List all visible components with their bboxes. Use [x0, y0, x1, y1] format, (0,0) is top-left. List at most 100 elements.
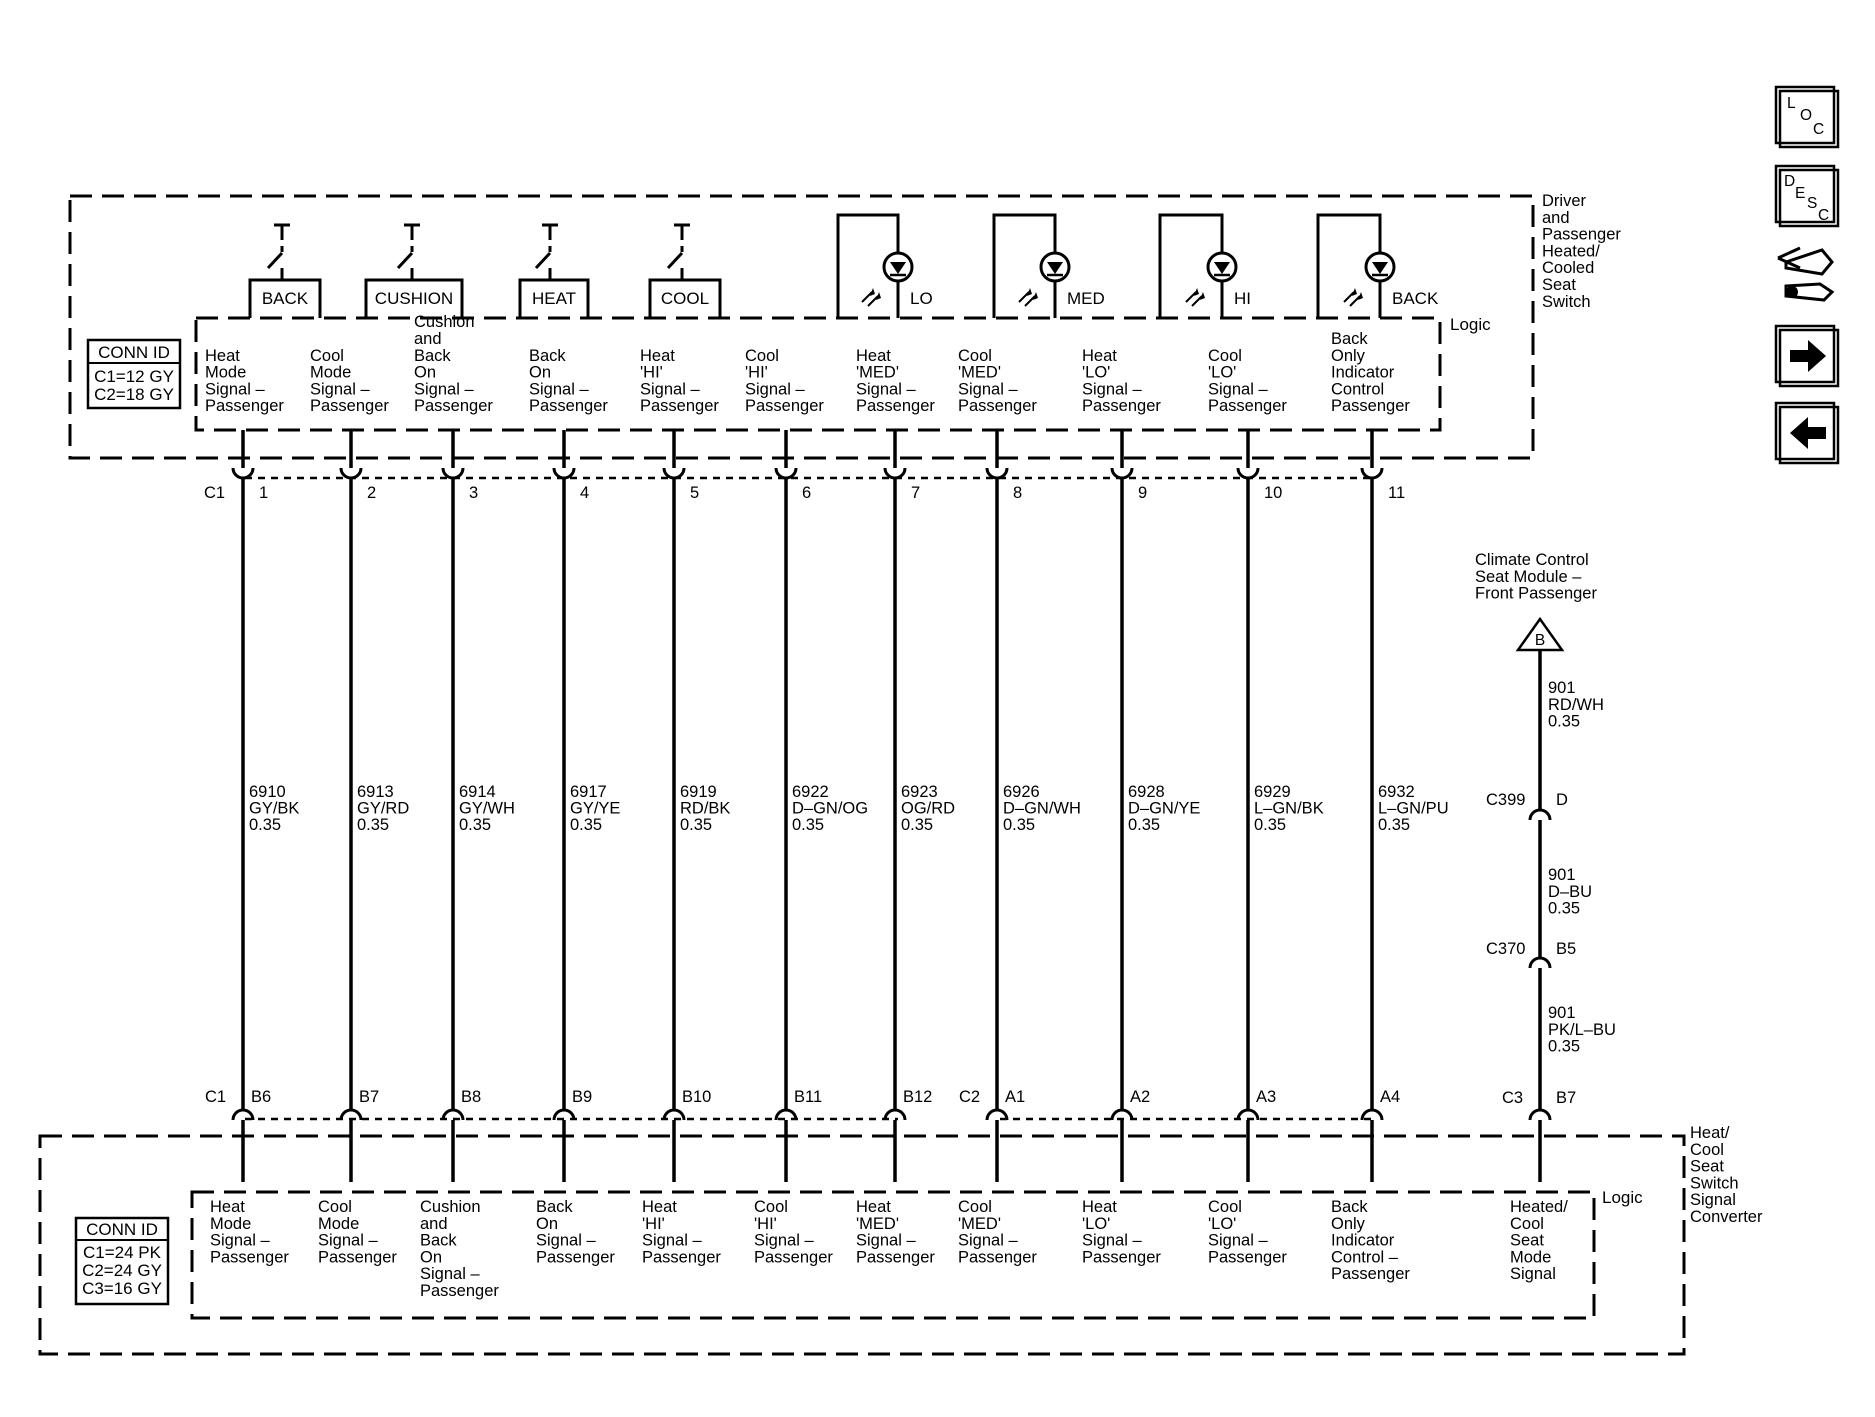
- bottom-pin-label: B6: [251, 1088, 271, 1106]
- top-pin-description: Cool'MED'Signal –Passenger: [958, 347, 1037, 415]
- inline-connector-pin: B5: [1556, 940, 1576, 958]
- indicator-label: LO: [910, 289, 933, 308]
- svg-text:S: S: [1807, 195, 1817, 212]
- bottom-connector-label: C3: [1502, 1089, 1523, 1107]
- bottom-pin-arc: [1528, 1108, 1552, 1121]
- top-component-outline: [68, 194, 1535, 460]
- top-pin-number: 9: [1138, 484, 1147, 502]
- svg-text:O: O: [1800, 107, 1812, 124]
- inline-connector-pin: D: [1556, 791, 1568, 809]
- top-pin-number: 6: [802, 484, 811, 502]
- bottom-pin-label: A1: [1005, 1088, 1025, 1106]
- switch-cushion: CUSHION: [364, 223, 464, 318]
- switch-cool: COOL: [648, 223, 722, 318]
- bottom-connector-label: C1: [205, 1088, 226, 1106]
- bottom-conn-id-line: C2=24 GY: [82, 1261, 162, 1280]
- top-component: Logic CONN ID C1=12 GY C2=18 GY BACK CUSH…: [68, 194, 1535, 460]
- top-conn-id-line: C2=18 GY: [94, 385, 174, 404]
- arrow-right-icon[interactable]: [1774, 324, 1840, 388]
- bottom-pin-label: A4: [1380, 1088, 1400, 1106]
- bottom-pin-label: B9: [572, 1088, 592, 1106]
- top-logic-box: [194, 316, 1442, 432]
- inline-connector-label: C399: [1486, 791, 1525, 809]
- loc-icon[interactable]: L O C: [1774, 85, 1840, 149]
- switch-label: COOL: [661, 289, 709, 308]
- top-pin-number: 4: [580, 484, 589, 502]
- bottom-pin-label: B11: [794, 1088, 822, 1106]
- top-pin-number: 10: [1264, 484, 1282, 502]
- svg-text:C: C: [1818, 207, 1829, 224]
- bottom-logic-box: [190, 1190, 1596, 1320]
- bottom-pin-description: Heat'MED'Signal –Passenger: [856, 1198, 935, 1266]
- inline-connector-c399: [1528, 808, 1552, 821]
- top-pin-number: 2: [367, 484, 376, 502]
- bottom-pin-label: A2: [1130, 1088, 1150, 1106]
- bottom-pin-description: Cool'MED'Signal –Passenger: [958, 1198, 1037, 1266]
- top-pin-number: 3: [469, 484, 478, 502]
- desc-icon[interactable]: D E S C: [1774, 164, 1840, 228]
- bottom-conn-id-line: C3=16 GY: [82, 1279, 162, 1298]
- top-conn-id-box: CONN ID C1=12 GY C2=18 GY: [86, 338, 182, 410]
- bottom-pin-label: B7: [1556, 1089, 1576, 1107]
- bottom-pin-description: Heat'LO'Signal –Passenger: [1082, 1198, 1161, 1266]
- bottom-component-outline: [38, 1134, 1686, 1356]
- bottom-pin-label: B7: [359, 1088, 379, 1106]
- bottom-pin-label: A3: [1256, 1088, 1276, 1106]
- nav-icons: L O C D E S C: [1774, 85, 1840, 465]
- top-conn-id-title: CONN ID: [98, 343, 170, 362]
- switch-back: BACK: [248, 223, 322, 318]
- harness-icon[interactable]: [1777, 246, 1835, 302]
- bottom-component: Logic CONN ID C1=24 PK C2=24 GY C3=16 GY…: [38, 1134, 1686, 1356]
- indicator-label: HI: [1234, 289, 1251, 308]
- top-pin-number: 5: [690, 484, 699, 502]
- indicator-med: MED: [992, 213, 1105, 318]
- arrow-left-icon[interactable]: [1774, 401, 1840, 465]
- top-pin-description: Heat'HI'Signal –Passenger: [640, 347, 719, 415]
- switch-label: BACK: [262, 289, 309, 308]
- top-pin-description: Heat'MED'Signal –Passenger: [856, 347, 935, 415]
- bottom-pin-description: Cool'HI'Signal –Passenger: [754, 1198, 833, 1266]
- bottom-pin-description: Heat'HI'Signal –Passenger: [642, 1198, 721, 1266]
- top-pin-description: Cool'HI'Signal –Passenger: [745, 347, 824, 415]
- top-logic-label: Logic: [1450, 315, 1491, 334]
- svg-text:D: D: [1784, 173, 1795, 190]
- inline-connector-c370: [1528, 956, 1552, 969]
- indicator-label: MED: [1067, 289, 1105, 308]
- indicator-hi: HI: [1158, 213, 1251, 318]
- bottom-conn-id-line: C1=24 PK: [83, 1243, 162, 1262]
- svg-text:C: C: [1813, 121, 1824, 138]
